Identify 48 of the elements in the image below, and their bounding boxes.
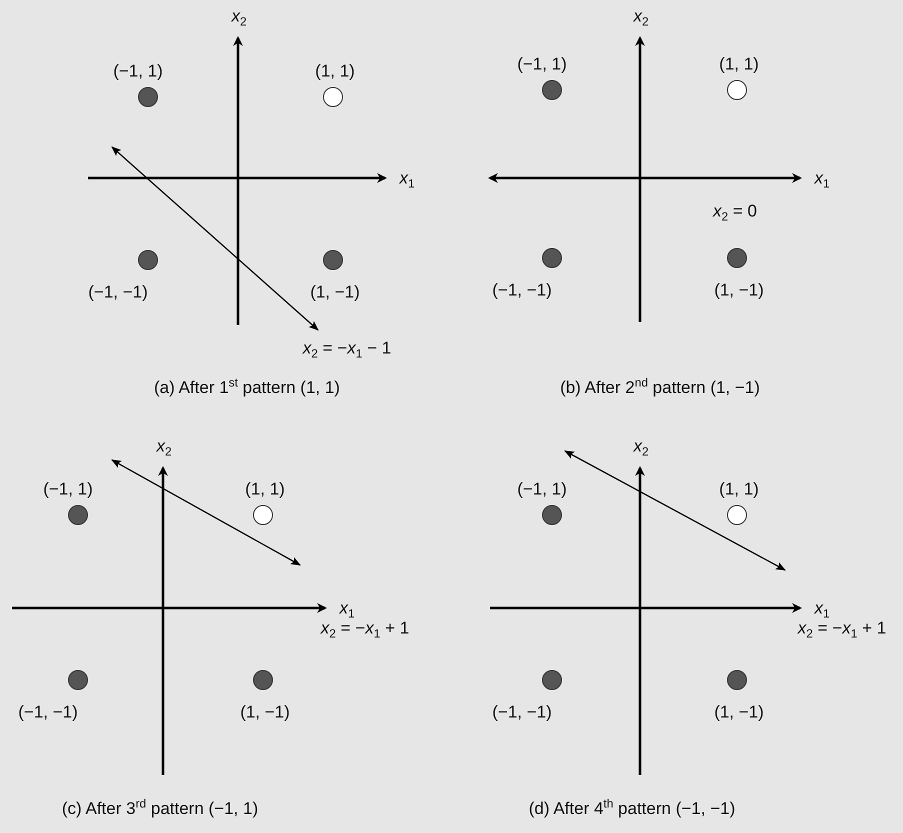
equation-label: x$_{2}$ = −x$_{1}$ + 1 <box>320 619 410 641</box>
filled-point <box>323 250 343 270</box>
point-label: (−1, −1) <box>492 282 552 300</box>
point-label: (1, 1) <box>315 62 355 82</box>
point-label: (−1, 1) <box>113 62 163 82</box>
point-label: (1, −1) <box>310 284 360 302</box>
axis-label: x$_{2}$ <box>231 7 247 29</box>
hollow-point <box>727 505 747 525</box>
hollow-point <box>253 505 273 525</box>
filled-point <box>727 670 747 690</box>
point-label: (−1, −1) <box>88 284 148 302</box>
axis-label: x$_{1}$ <box>399 169 415 191</box>
axis-label: x$_{2}$ <box>633 437 649 459</box>
point-label: (1, −1) <box>714 704 764 722</box>
point-label: (−1, −1) <box>492 704 552 722</box>
hollow-point <box>727 80 747 100</box>
axis-label: x$_{2}$ <box>156 437 172 459</box>
point-label: (−1, 1) <box>517 56 567 74</box>
axis-label: x$_{2}$ <box>633 7 649 29</box>
equation-label: x$_{2}$ = −x$_{1}$ + 1 <box>798 619 886 641</box>
point-label: (1, −1) <box>240 704 290 722</box>
point-label: (−1, −1) <box>18 704 78 722</box>
panel-caption: (b) After 2$^{nd}$ pattern (1, −1) <box>560 376 760 398</box>
point-label: (1, −1) <box>714 282 764 300</box>
filled-point <box>542 505 562 525</box>
filled-point <box>68 505 88 525</box>
filled-point <box>542 248 562 268</box>
point-label: (1, 1) <box>719 56 759 74</box>
axis-label: x$_{1}$ <box>814 169 830 191</box>
axis-label: x$_{1}$ <box>814 599 830 621</box>
filled-point <box>68 670 88 690</box>
point-label: (−1, 1) <box>517 480 567 500</box>
equation-label: x$_{2}$ = 0 <box>713 202 757 224</box>
filled-point <box>542 670 562 690</box>
axis-label: x$_{1}$ <box>339 599 355 621</box>
point-label: (1, 1) <box>719 480 759 500</box>
filled-point <box>138 87 158 107</box>
point-label: (−1, 1) <box>43 480 93 500</box>
filled-point <box>727 248 747 268</box>
panel-caption: (c) After 3$^{rd}$ pattern (−1, 1) <box>62 797 258 819</box>
filled-point <box>138 250 158 270</box>
hollow-point <box>323 87 343 107</box>
point-label: (1, 1) <box>245 480 285 500</box>
equation-label: x$_{2}$ = −x$_{1}$ − 1 <box>302 339 392 361</box>
panel-caption: (a) After 1$^{st}$ pattern (1, 1) <box>154 376 340 398</box>
filled-point <box>542 80 562 100</box>
panel-caption: (d) After 4$^{th}$ pattern (−1, −1) <box>528 797 736 819</box>
filled-point <box>253 670 273 690</box>
